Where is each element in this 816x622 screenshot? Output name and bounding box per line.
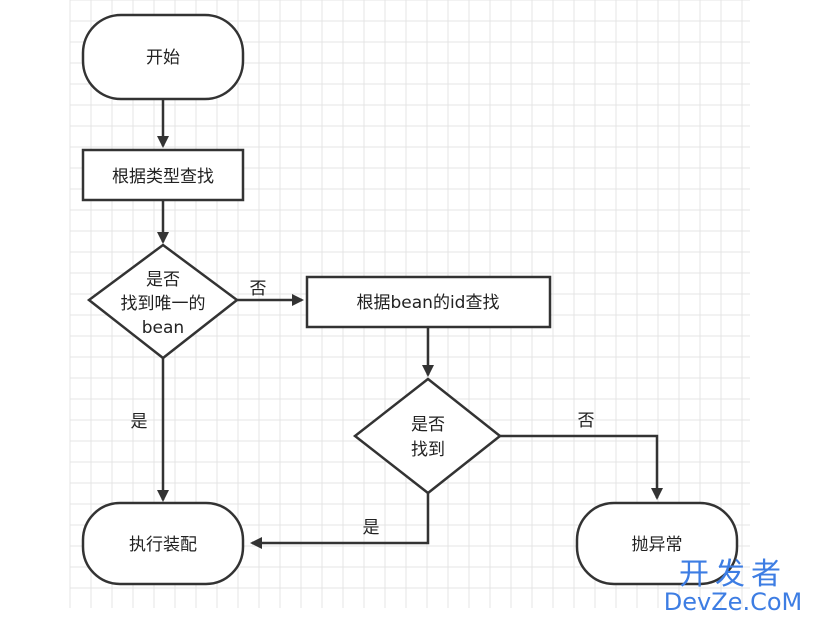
throw-exception-terminal	[575, 501, 739, 586]
decision-unique-line-3: bean	[142, 318, 184, 338]
start-terminal	[81, 13, 245, 101]
edge-label-found-yes: 是	[363, 518, 380, 538]
edge-label-unique-no: 否	[250, 279, 267, 299]
start-label: 开始	[146, 48, 180, 68]
edge-decision-found-yes	[250, 493, 430, 549]
decision-found-line-1: 是否	[411, 415, 445, 435]
assemble-label: 执行装配	[129, 535, 197, 555]
decision-unique-bean	[86, 243, 240, 360]
find-by-type-label: 根据类型查找	[112, 167, 214, 187]
find-by-id-process	[305, 275, 552, 329]
edge-label-unique-yes: 是	[131, 412, 148, 432]
edge-decision-found-no	[500, 434, 663, 500]
decision-unique-line-2: 找到唯一的	[121, 294, 206, 314]
decision-found	[352, 377, 503, 495]
find-by-type-process	[81, 148, 245, 202]
find-by-id-label: 根据bean的id查找	[357, 293, 500, 313]
edge-label-found-no: 否	[578, 411, 595, 431]
assemble-terminal	[81, 501, 245, 586]
throw-exception-label: 抛异常	[632, 535, 683, 555]
watermark-bottom-text: DevZe.CoM	[664, 588, 802, 616]
decision-found-line-2: 找到	[411, 440, 445, 460]
decision-unique-line-1: 是否	[146, 270, 180, 290]
watermark-top-text: 开发者	[679, 557, 787, 592]
